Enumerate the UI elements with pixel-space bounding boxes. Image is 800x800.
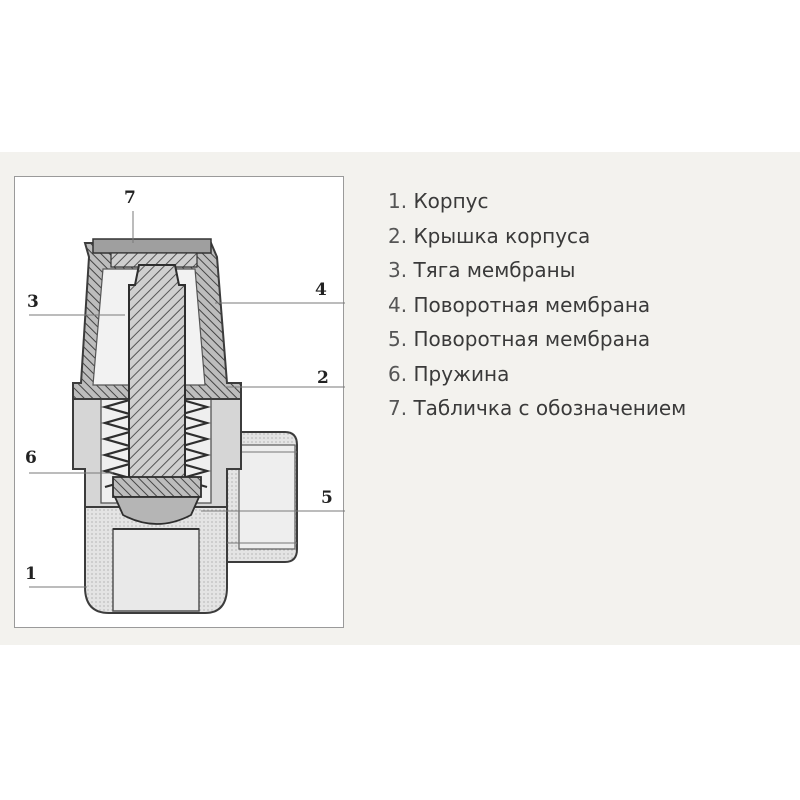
legend-number: 6. — [388, 361, 408, 386]
legend-number: 5. — [388, 327, 408, 351]
legend-text: Поворотная мембрана — [413, 292, 651, 317]
legend-number: 4. — [388, 292, 408, 317]
membrane-stem — [112, 264, 202, 525]
parts-legend: 1. Корпус 2. Крышка корпуса 3. Тяга мемб… — [388, 184, 686, 426]
leader-lines — [29, 211, 345, 588]
legend-text: Крышка корпуса — [413, 223, 591, 248]
legend-item: 2. Крышка корпуса — [388, 219, 686, 254]
legend-text: Корпус — [413, 189, 489, 213]
callout-5: 5 — [321, 488, 333, 508]
callout-2: 2 — [317, 368, 329, 388]
legend-item: 4. Поворотная мембрана — [388, 288, 686, 323]
callout-7: 7 — [124, 188, 136, 208]
legend-number: 3. — [388, 258, 408, 282]
legend-text: Тяга мембраны — [413, 258, 576, 282]
legend-item: 6. Пружина — [388, 357, 686, 392]
legend-text: Поворотная мембрана — [413, 327, 651, 351]
legend-item: 7. Табличка с обозначением — [388, 391, 686, 426]
legend-item: 3. Тяга мембраны — [388, 253, 686, 288]
legend-text: Пружина — [413, 361, 510, 386]
legend-item: 1. Корпус — [388, 184, 686, 219]
legend-number: 7. — [388, 396, 408, 420]
legend-item: 5. Поворотная мембрана — [388, 322, 686, 357]
legend-text: Табличка с обозначением — [413, 396, 687, 420]
callout-4: 4 — [315, 280, 327, 300]
callout-3: 3 — [27, 292, 39, 312]
callout-1: 1 — [25, 564, 37, 584]
legend-number: 1. — [388, 189, 408, 213]
valve-diagram-frame: 7 3 4 2 6 5 1 — [14, 176, 345, 628]
legend-number: 2. — [388, 223, 408, 248]
callout-6: 6 — [25, 448, 37, 468]
valve-cross-section: 7 3 4 2 6 5 1 — [25, 188, 345, 614]
